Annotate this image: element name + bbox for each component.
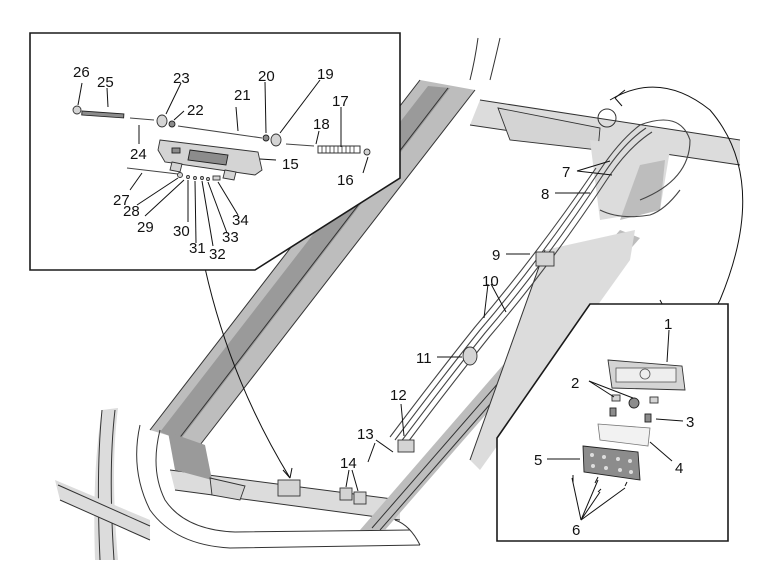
part-12-clip [397, 439, 415, 453]
a-pillar [94, 408, 118, 560]
part-31 [193, 176, 197, 180]
callout-17: 17 [332, 93, 349, 110]
part-21-rod [177, 125, 263, 139]
callout-4: 4 [675, 460, 683, 477]
callout-28: 28 [123, 203, 140, 220]
callout-21: 21 [234, 87, 251, 104]
callout-24: 24 [130, 146, 147, 163]
frame-outer-edge [136, 424, 421, 549]
interior-light-inset: 1 2 3 4 5 6 [496, 303, 729, 542]
callout-27: 27 [113, 192, 130, 209]
part-26-nut [72, 105, 82, 115]
callout-23: 23 [173, 70, 190, 87]
part-17-spring [317, 145, 361, 154]
callout-11: 11 [416, 350, 432, 367]
door-sill [55, 480, 150, 540]
callout-20: 20 [258, 68, 275, 85]
part-19-bushing [270, 133, 282, 147]
callout-15: 15 [282, 156, 299, 173]
part-33 [206, 177, 210, 181]
part-3-clip [644, 413, 652, 423]
part-14b [353, 491, 367, 505]
curve-to-switch-mount [204, 267, 291, 479]
part-27-rod [126, 167, 179, 175]
callout-26: 26 [73, 64, 90, 81]
drain-tubes [389, 119, 691, 447]
part-2-bulb-holder [611, 394, 621, 402]
callout-22: 22 [187, 102, 204, 119]
inset-frame-light [496, 303, 729, 542]
callout-5: 5 [534, 452, 542, 469]
callout-1: 1 [664, 316, 672, 333]
part-23-bushing [156, 114, 168, 128]
frame-callouts: 7 8 9 10 11 12 13 14 [340, 160, 613, 492]
part-1-light-housing [607, 359, 686, 391]
callout-9: 9 [492, 247, 500, 264]
part-3-clip [609, 407, 617, 417]
part-16-cap [363, 148, 371, 156]
part-20-washer [262, 134, 270, 142]
switch-mount [277, 479, 301, 497]
part-2-bulb [628, 397, 640, 409]
callout-2: 2 [571, 375, 579, 392]
callout-14: 14 [340, 455, 357, 472]
part-24-pin [129, 117, 155, 121]
part-4-gasket [597, 423, 651, 447]
part-32 [200, 176, 204, 180]
detail-circle [597, 108, 617, 128]
part-30 [186, 175, 190, 179]
part-9-coupling [535, 251, 555, 267]
part-22-washer [168, 120, 176, 128]
part-14a [339, 487, 353, 501]
callout-7: 7 [562, 164, 570, 181]
callout-16: 16 [337, 172, 354, 189]
callout-12: 12 [390, 387, 407, 404]
part-11-grommet [462, 346, 478, 366]
callout-3: 3 [686, 414, 694, 431]
part-18-pin [285, 143, 315, 147]
callout-32: 32 [209, 246, 226, 263]
callout-6: 6 [572, 522, 580, 539]
callout-8: 8 [541, 186, 549, 203]
callout-25: 25 [97, 74, 114, 91]
callout-13: 13 [357, 426, 374, 443]
part-5-circuit-board [582, 445, 641, 481]
callout-29: 29 [137, 219, 154, 236]
front-left-corner [168, 432, 212, 480]
callout-30: 30 [173, 223, 190, 240]
callout-31: 31 [189, 240, 206, 257]
part-34 [212, 175, 221, 181]
callout-18: 18 [313, 116, 330, 133]
switch-mechanism-inset: 26 25 23 22 21 20 19 17 18 15 16 24 27 2… [29, 32, 401, 271]
callout-19: 19 [317, 66, 334, 83]
callout-34: 34 [232, 212, 249, 229]
part-25-bolt [81, 110, 125, 119]
part-28 [177, 172, 183, 178]
callout-10: 10 [482, 273, 499, 290]
callout-33: 33 [222, 229, 239, 246]
sunroof-frame [55, 37, 744, 561]
